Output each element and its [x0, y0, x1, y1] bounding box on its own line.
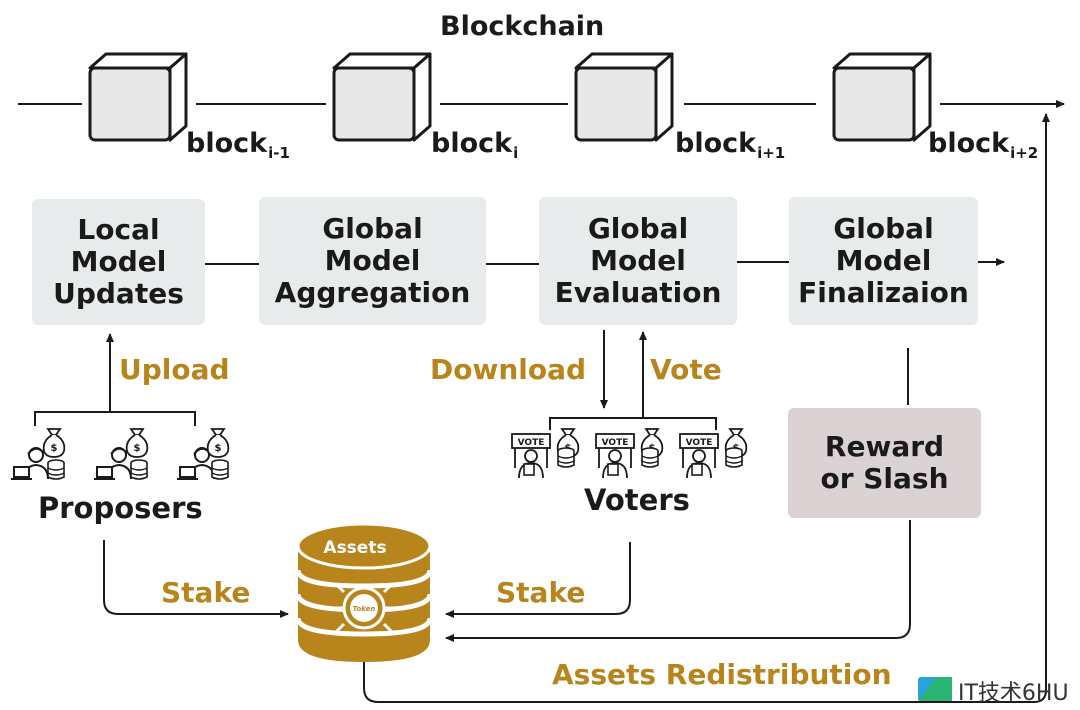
download-label: Download	[430, 353, 587, 386]
watermark-logo-icon	[918, 677, 952, 701]
assets-label: Assets	[323, 538, 386, 558]
voters-label: Voters	[584, 483, 690, 517]
token-icon	[330, 582, 398, 634]
block-cube-2	[332, 52, 432, 142]
block-label-4: blocki+2	[928, 128, 1039, 162]
block-cube-3	[574, 52, 674, 142]
watermark-text: IT技术6HU	[958, 681, 1069, 706]
stake-left-label: Stake	[161, 576, 251, 609]
block-label-1: blocki-1	[186, 128, 290, 162]
vote-sign-1: VOTE	[518, 438, 545, 448]
vote-sign-labels: VOTE VOTE VOTE	[518, 438, 713, 448]
stake-right-label: Stake	[496, 576, 586, 609]
proposer-icons	[10, 428, 230, 480]
vote-label: Vote	[650, 353, 722, 386]
vote-sign-2: VOTE	[602, 438, 629, 448]
token-label: Token	[353, 605, 376, 613]
vote-sign-3: VOTE	[686, 438, 713, 448]
assets-redistribution-label: Assets Redistribution	[552, 658, 892, 691]
process-connectors	[34, 113, 1050, 703]
chain-title: Blockchain	[440, 11, 605, 42]
assets-database-icon	[295, 522, 433, 662]
upload-label: Upload	[119, 353, 230, 386]
proposers-label: Proposers	[38, 491, 203, 525]
voter-icons	[511, 428, 748, 479]
block-label-2: blocki	[431, 128, 519, 162]
block-cube-1	[88, 52, 188, 142]
block-cube-4	[832, 52, 932, 142]
block-label-3: blocki+1	[675, 128, 786, 162]
